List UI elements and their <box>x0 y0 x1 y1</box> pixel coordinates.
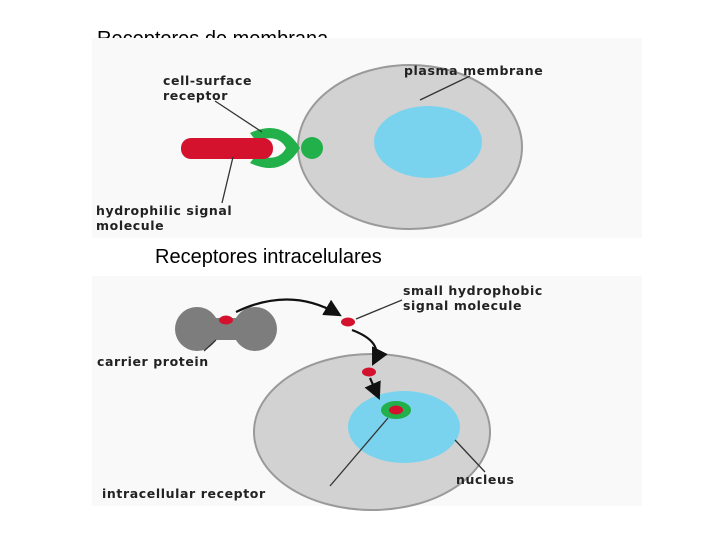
leader-line-receptor <box>214 100 263 133</box>
label-intracellular-receptor: intracellular receptor <box>102 486 266 501</box>
title-intracellular-receptors: Receptores intracelulares <box>155 246 382 268</box>
leader-line-hydrophobic <box>355 299 403 320</box>
label-hydrophilic-signal-line2: molecule <box>96 218 165 233</box>
label-plasma-membrane: plasma membrane <box>404 63 544 78</box>
label-cell-surface-receptor-line1: cell-surface <box>163 73 253 88</box>
arrow-to-nucleus <box>364 377 381 401</box>
leader-line-intracellular-receptor <box>329 417 389 487</box>
label-carrier-protein: carrier protein <box>97 354 209 369</box>
arrow-carrier-release <box>235 298 342 317</box>
leader-line-membrane <box>419 75 471 101</box>
carrier-protein-bridge <box>197 318 255 340</box>
leader-line-signal <box>221 156 234 204</box>
signal-on-carrier <box>219 315 233 325</box>
label-cell-surface-receptor: cell-surface receptor <box>163 73 252 103</box>
label-hydrophilic-signal-line1: hydrophilic signal <box>96 203 233 218</box>
label-nucleus: nucleus <box>456 472 515 487</box>
free-signal-molecule <box>341 317 355 327</box>
leader-line-carrier <box>203 339 217 352</box>
signal-in-cytoplasm <box>362 367 376 377</box>
leader-line-nucleus <box>454 439 486 473</box>
label-small-hydrophobic-line2: signal molecule <box>403 298 523 313</box>
label-small-hydrophobic-line1: small hydrophobic <box>403 283 543 298</box>
cell-surface-receptor <box>301 137 323 159</box>
arrow-into-cell <box>351 328 388 366</box>
label-hydrophilic-signal: hydrophilic signal molecule <box>96 203 232 233</box>
nucleus-bottom <box>348 391 460 463</box>
label-small-hydrophobic: small hydrophobic signal molecule <box>403 283 543 313</box>
nucleus-top <box>374 106 482 178</box>
label-cell-surface-receptor-line2: receptor <box>163 88 229 103</box>
signal-bound-receptor <box>389 405 403 415</box>
hydrophilic-signal-molecule <box>181 138 273 159</box>
